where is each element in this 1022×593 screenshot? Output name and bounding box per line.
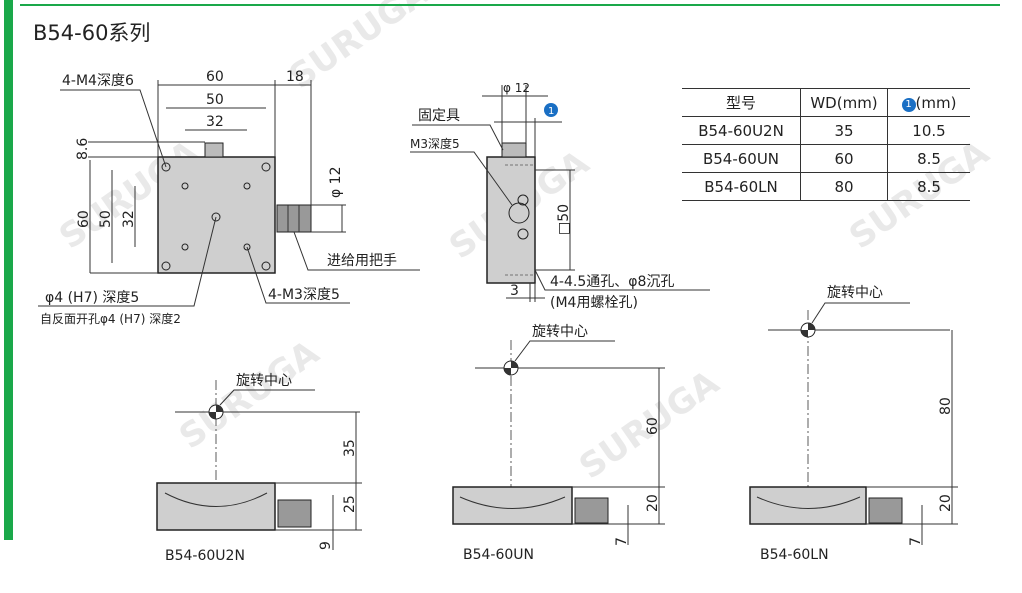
svg-text:M3深度5: M3深度5 xyxy=(410,136,460,151)
svg-text:B54-60U2N: B54-60U2N xyxy=(165,548,245,564)
cell-wd: 60 xyxy=(800,144,888,173)
svg-text:旋转中心: 旋转中心 xyxy=(236,373,292,389)
cell-dim1: 8.5 xyxy=(887,172,970,201)
front-view-ln: 旋转中心 80 20 7 B54-60LN xyxy=(749,285,958,563)
svg-text:50: 50 xyxy=(206,92,224,108)
svg-text:B54-60LN: B54-60LN xyxy=(760,547,829,563)
svg-text:SURUGA: SURUGA xyxy=(172,332,327,457)
cell-model: B54-60U2N xyxy=(682,116,801,145)
cell-model: B54-60LN xyxy=(682,172,801,201)
svg-text:3: 3 xyxy=(510,283,519,299)
svg-text:50: 50 xyxy=(98,210,114,228)
svg-text:32: 32 xyxy=(206,114,224,130)
svg-text:9: 9 xyxy=(318,541,334,550)
header-wd: WD(mm) xyxy=(800,88,888,117)
front-view-un: 旋转中心 60 20 7 B54-60UN xyxy=(452,324,665,563)
svg-text:B54-60UN: B54-60UN xyxy=(463,547,534,563)
side-view: φ 12 1 □50 3 固定具 M3深度5 4-4.5通孔、φ8沉孔 (M4用… xyxy=(410,81,710,311)
table-row: B54-60UN 60 8.5 xyxy=(682,144,970,173)
svg-text:60: 60 xyxy=(76,210,92,228)
svg-text:20: 20 xyxy=(645,494,661,512)
cell-wd: 35 xyxy=(800,116,888,145)
svg-text:□50: □50 xyxy=(556,204,572,235)
svg-text:自反面开孔φ4 (H7) 深度2: 自反面开孔φ4 (H7) 深度2 xyxy=(40,311,181,326)
front-view-u2n: 旋转中心 35 25 9 B54-60U2N xyxy=(156,373,362,564)
table-header-row: 型号 WD(mm) 1(mm) xyxy=(682,88,970,117)
svg-text:80: 80 xyxy=(938,397,954,415)
svg-text:固定具: 固定具 xyxy=(418,108,460,124)
stage-body-side xyxy=(486,156,536,284)
header-dim1: 1(mm) xyxy=(887,88,970,117)
svg-text:18: 18 xyxy=(286,69,304,85)
svg-text:旋转中心: 旋转中心 xyxy=(532,324,588,340)
cell-wd: 80 xyxy=(800,172,888,201)
badge-1-icon: 1 xyxy=(901,97,916,112)
stage-body-top xyxy=(157,156,276,274)
page-title: B54-60系列 xyxy=(33,21,150,45)
cell-model: B54-60UN xyxy=(682,144,801,173)
header-model: 型号 xyxy=(682,88,801,117)
badge-1 xyxy=(544,103,558,117)
svg-text:4-M4深度6: 4-M4深度6 xyxy=(62,73,134,89)
svg-text:旋转中心: 旋转中心 xyxy=(827,285,883,301)
svg-text:(M4用螺栓孔): (M4用螺栓孔) xyxy=(550,295,638,311)
svg-text:φ4 (H7) 深度5: φ4 (H7) 深度5 xyxy=(45,290,139,306)
svg-text:25: 25 xyxy=(342,495,358,513)
fixture-knob xyxy=(204,142,224,158)
svg-text:4-4.5通孔、φ8沉孔: 4-4.5通孔、φ8沉孔 xyxy=(550,274,674,290)
svg-text:7: 7 xyxy=(614,537,630,546)
svg-text:φ 12: φ 12 xyxy=(328,167,344,199)
svg-text:7: 7 xyxy=(908,537,924,546)
svg-text:20: 20 xyxy=(938,494,954,512)
spec-table: 型号 WD(mm) 1(mm) B54-60U2N 35 10.5 B54-60… xyxy=(682,88,970,201)
top-view: 60 18 50 32 8.6 60 50 32 φ 12 4-M4深度6 φ4… xyxy=(38,69,420,326)
feed-handle xyxy=(276,204,312,233)
cell-dim1: 8.5 xyxy=(887,144,970,173)
svg-text:4-M3深度5: 4-M3深度5 xyxy=(268,287,340,303)
svg-text:32: 32 xyxy=(121,210,137,228)
svg-text:φ 12: φ 12 xyxy=(503,81,530,95)
svg-text:进给用把手: 进给用把手 xyxy=(327,253,397,269)
svg-text:1: 1 xyxy=(548,106,554,117)
svg-text:60: 60 xyxy=(645,417,661,435)
svg-text:60: 60 xyxy=(206,69,224,85)
svg-text:SURUGA: SURUGA xyxy=(282,0,437,97)
table-row: B54-60U2N 35 10.5 xyxy=(682,116,970,145)
accent-bar xyxy=(4,0,13,540)
svg-text:35: 35 xyxy=(342,439,358,457)
cell-dim1: 10.5 xyxy=(887,116,970,145)
svg-text:8.6: 8.6 xyxy=(75,138,91,160)
table-row: B54-60LN 80 8.5 xyxy=(682,172,970,201)
